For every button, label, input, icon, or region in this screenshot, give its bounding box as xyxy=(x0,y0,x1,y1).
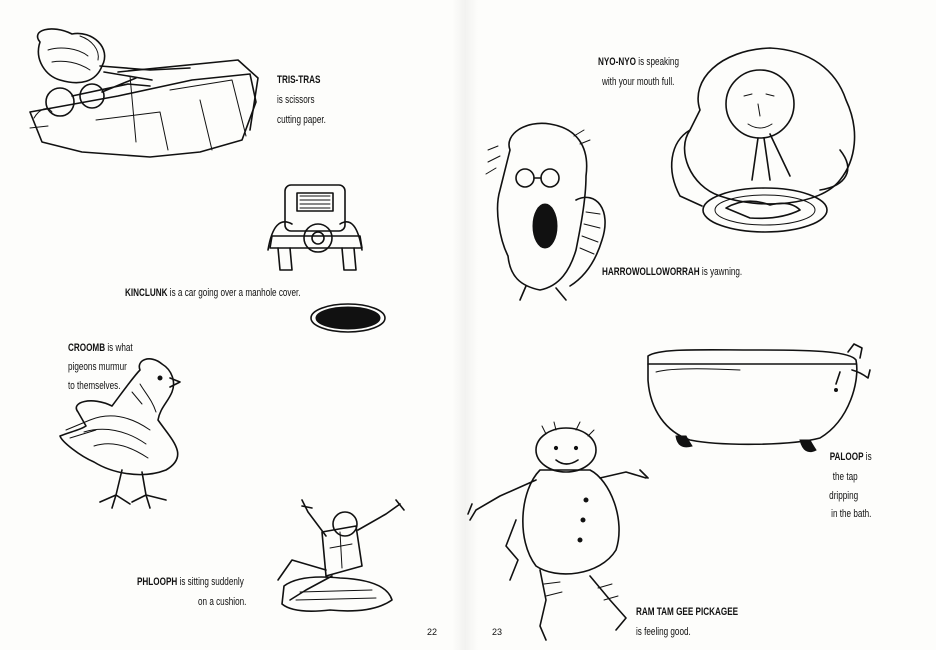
page-number-right: 23 xyxy=(492,627,503,637)
ram-tam-gee-pickagee-line-2: is feeling good. xyxy=(636,626,691,638)
phlooph-line-2: on a cushion. xyxy=(198,596,247,608)
tris-tras-line-2: cutting paper. xyxy=(277,114,326,126)
dancing-man-illustration xyxy=(467,421,648,641)
paloop-line-3: dripping xyxy=(829,490,858,502)
phlooph-caption: PHLOOPH is sitting suddenly xyxy=(137,576,244,588)
nyo-nyo-caption: NYO-NYO is speaking xyxy=(598,56,679,68)
paloop-caption: PALOOP is xyxy=(830,451,872,463)
kinclunk-caption: KINCLUNK is a car going over a manhole c… xyxy=(125,287,301,299)
bathtub-illustration xyxy=(647,343,871,453)
car-illustration xyxy=(267,184,363,271)
pigeon-illustration xyxy=(59,358,181,509)
croomb-line-3: to themselves. xyxy=(68,380,121,392)
paloop-line-2: the tap xyxy=(833,471,858,483)
scissors-paper-illustration xyxy=(29,28,259,158)
ram-tam-gee-pickagee-word: RAM TAM GEE PICKAGEE xyxy=(636,606,739,618)
page-number-left: 22 xyxy=(427,627,438,637)
man-on-cushion-illustration xyxy=(277,499,405,612)
manhole-illustration xyxy=(310,303,386,333)
croomb-line-2: pigeons murmur xyxy=(68,361,127,373)
nyo-nyo-line-2: with your mouth full. xyxy=(602,76,675,88)
eating-man-illustration xyxy=(670,47,856,233)
harrowolloworrah-caption: HARROWOLLOWORRAH is yawning. xyxy=(602,266,743,278)
tris-tras-word: TRIS-TRAS xyxy=(277,74,321,86)
tris-tras-line-1: is scissors xyxy=(277,94,315,106)
page-gutter xyxy=(452,0,478,650)
yawning-man-illustration xyxy=(485,122,606,301)
paloop-line-4: in the bath. xyxy=(830,508,871,520)
croomb-caption: CROOMB is what xyxy=(68,342,133,354)
